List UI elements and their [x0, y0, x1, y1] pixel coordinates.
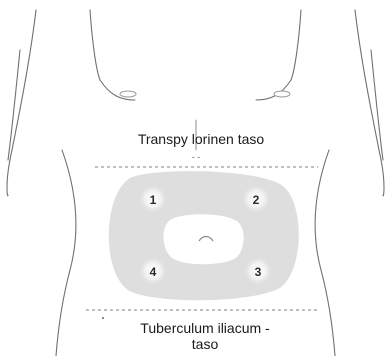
- lower-plane-label-line2: taso: [100, 336, 310, 352]
- navel-exclusion-area: [163, 214, 243, 264]
- right-waist-contour: [315, 150, 335, 356]
- zone-number-4: 4: [150, 265, 157, 279]
- nipples: [120, 91, 290, 97]
- zone-number-2: 2: [253, 193, 260, 207]
- left-nipple: [120, 91, 136, 97]
- left-torso-contour: [7, 10, 36, 196]
- left-arm-line: [8, 50, 20, 160]
- zone-number-1: 1: [150, 193, 157, 207]
- upper-plane-label: Transpy lorinen taso: [110, 131, 292, 147]
- left-waist-contour: [56, 150, 76, 356]
- left-chest-contour: [90, 10, 100, 80]
- lower-plane-label: Tuberculum iliacum - taso: [100, 320, 310, 352]
- stray-dots: - -: [192, 152, 201, 162]
- right-arm-line: [371, 50, 383, 160]
- right-nipple: [274, 91, 290, 97]
- right-torso-contour: [355, 10, 384, 196]
- right-chest-contour: [291, 10, 301, 80]
- zone-number-3: 3: [255, 265, 262, 279]
- stray-dot: [102, 317, 104, 319]
- lower-plane-label-line1: Tuberculum iliacum -: [100, 320, 310, 336]
